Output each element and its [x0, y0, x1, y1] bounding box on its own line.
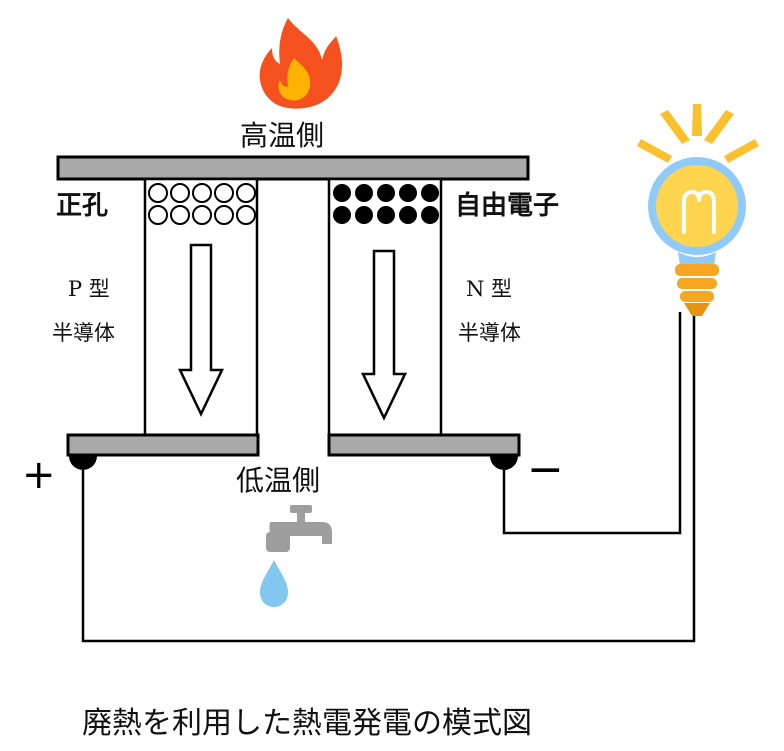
- p-flow-arrow-icon: [178, 243, 224, 417]
- hole: [214, 205, 234, 225]
- electron: [333, 206, 351, 224]
- n-type-semiconductor-label: 半導体: [458, 321, 521, 345]
- hot-side-label: 高温側: [240, 119, 324, 152]
- hole: [148, 205, 168, 225]
- hole: [170, 205, 190, 225]
- circuit-wire-left: [81, 312, 696, 643]
- electrons-group: [333, 184, 439, 224]
- circuit-wire-right: [502, 312, 682, 535]
- cold-side-plate-right: [327, 433, 521, 457]
- plus-sign: +: [22, 452, 56, 498]
- hole: [170, 183, 190, 203]
- n-flow-arrow-icon: [361, 249, 407, 421]
- electron: [377, 206, 395, 224]
- hole: [148, 183, 168, 203]
- electron: [355, 206, 373, 224]
- hole: [192, 205, 212, 225]
- free-electrons-label: 自由電子: [455, 190, 559, 221]
- electron: [421, 206, 439, 224]
- cold-side-plate-left: [66, 433, 260, 457]
- electron: [333, 184, 351, 202]
- cold-side-label: 低温側: [236, 464, 320, 497]
- electron: [355, 184, 373, 202]
- electron: [421, 184, 439, 202]
- hole: [236, 183, 256, 203]
- flame-icon: [259, 18, 343, 109]
- electron: [399, 184, 417, 202]
- minus-sign: −: [527, 444, 564, 495]
- hole: [192, 183, 212, 203]
- holes-group: [148, 183, 256, 225]
- n-type-label: N 型: [466, 277, 512, 301]
- terminal-left: [69, 456, 97, 470]
- holes-label: 正孔: [56, 191, 108, 221]
- light-bulb-icon: [637, 104, 759, 316]
- electron: [399, 206, 417, 224]
- p-type-label: P 型: [68, 277, 110, 301]
- hole: [214, 183, 234, 203]
- hot-side-plate: [56, 155, 530, 181]
- terminal-right: [490, 456, 518, 470]
- hole: [236, 205, 256, 225]
- caption: 廃熱を利用した熱電発電の模式図: [82, 706, 532, 741]
- faucet-icon: [266, 505, 332, 552]
- water-drop-icon: [260, 560, 288, 607]
- p-type-semiconductor-label: 半導体: [52, 321, 115, 345]
- electron: [377, 184, 395, 202]
